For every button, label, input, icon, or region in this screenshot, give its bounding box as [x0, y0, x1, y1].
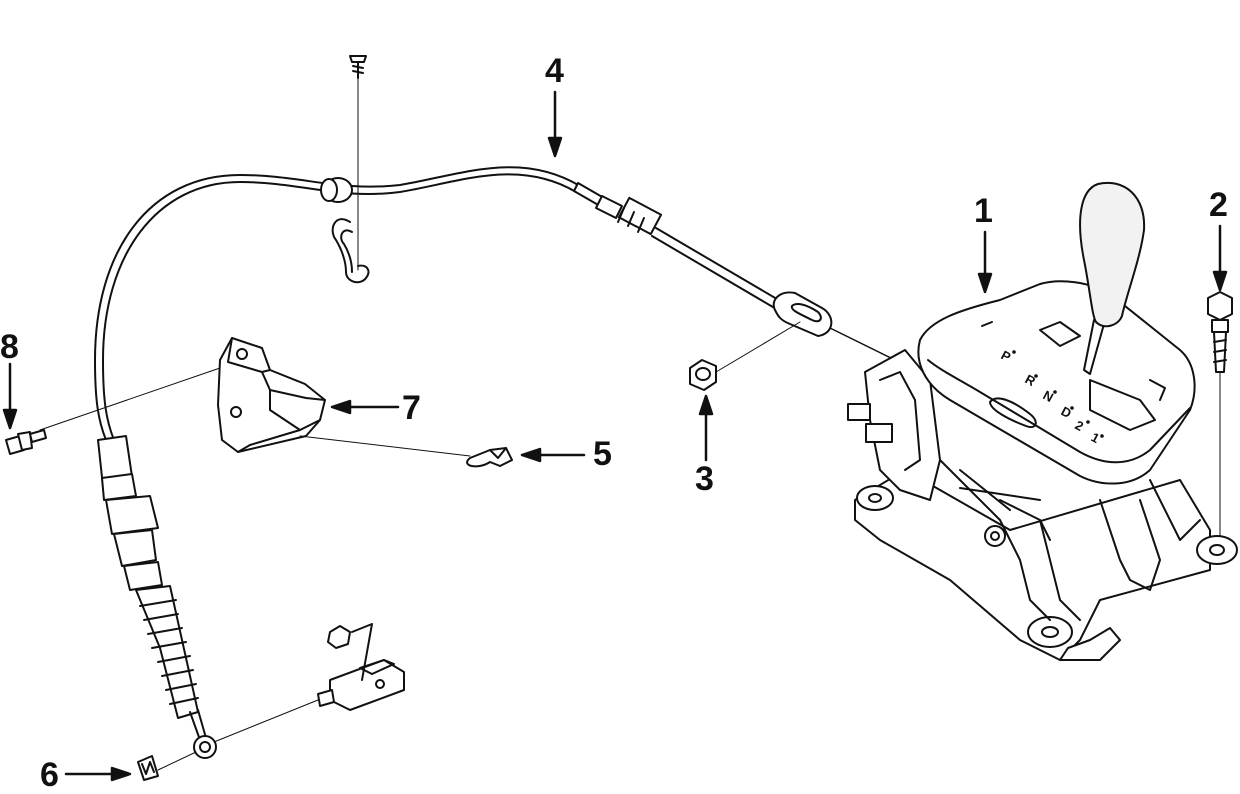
shift-cable	[94, 166, 906, 759]
bolt-2	[1207, 291, 1233, 541]
callout-2: 2	[1209, 186, 1228, 224]
cable-end-clip	[137, 751, 197, 781]
callout-4: 4	[545, 52, 564, 90]
retaining-clip	[466, 447, 513, 468]
cable-bracket	[39, 337, 471, 457]
shifter-assembly: P R N D 2 1	[847, 181, 1238, 661]
callout-8: 8	[0, 328, 19, 366]
cable-eye-end	[772, 291, 833, 337]
clip-screw	[349, 55, 367, 271]
cable-adjuster	[213, 623, 405, 743]
callout-3: 3	[695, 460, 714, 498]
leader-arrows	[2, 90, 1228, 782]
hook-clip	[331, 218, 370, 284]
bolt-8	[5, 429, 47, 455]
callout-7: 7	[402, 389, 421, 427]
callout-5: 5	[593, 435, 612, 473]
nut-3	[689, 321, 801, 391]
callout-1: 1	[974, 192, 993, 230]
callout-6: 6	[40, 756, 59, 794]
